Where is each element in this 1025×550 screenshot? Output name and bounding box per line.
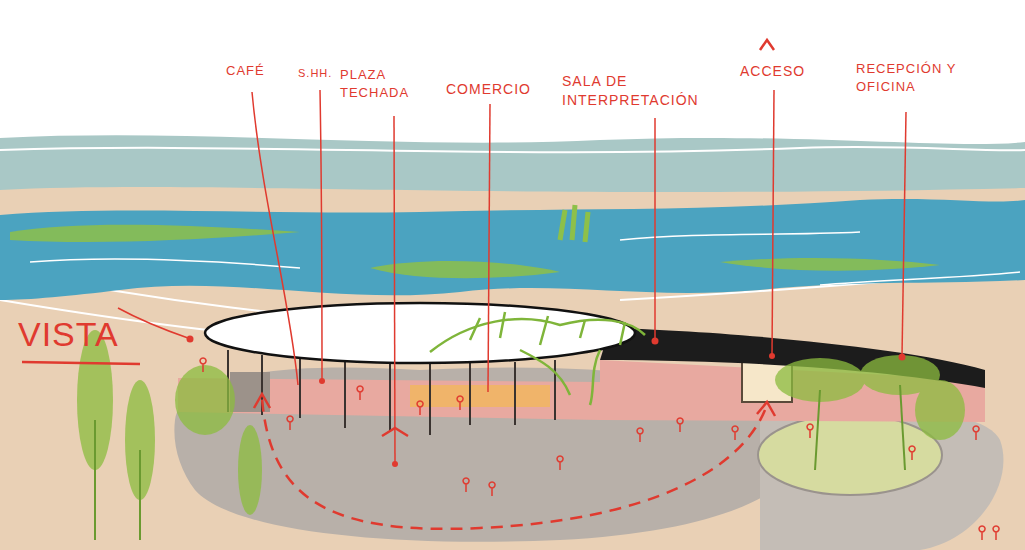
label-holder: RECEPCIÓN Y OFICINA	[856, 60, 976, 95]
north-mark	[760, 40, 774, 50]
marsh	[10, 225, 300, 242]
sky	[0, 0, 1025, 140]
underline	[22, 362, 140, 364]
space-label: COMERCIO	[446, 80, 531, 99]
marsh	[720, 258, 940, 271]
sand	[0, 187, 1025, 550]
oval-roof	[205, 303, 635, 363]
label-holder: ACCESO	[740, 62, 805, 81]
space-label: PLAZA TECHADA	[340, 66, 420, 101]
label-holder: VISTA	[18, 312, 119, 358]
lawn	[758, 415, 942, 495]
roof-plants	[430, 312, 645, 405]
route	[262, 398, 765, 529]
trunks	[95, 385, 905, 540]
route-head	[757, 402, 775, 416]
people	[200, 358, 999, 540]
ripples	[30, 232, 1020, 285]
label-holder: S.HH.	[298, 66, 332, 81]
leader-dots	[187, 336, 906, 468]
label-holder: COMERCIO	[446, 80, 531, 99]
trees	[77, 330, 965, 515]
space-label: CAFÉ	[226, 62, 265, 80]
space-label: RECEPCIÓN Y OFICINA	[856, 60, 976, 95]
marsh	[370, 261, 560, 278]
label-holder: PLAZA TECHADA	[340, 66, 420, 101]
space-label: ACCESO	[740, 62, 805, 81]
route-head	[254, 394, 270, 408]
wave	[0, 147, 1025, 152]
reeds	[560, 205, 588, 242]
label-holder: CAFÉ	[226, 62, 265, 80]
leader-lines	[118, 90, 906, 462]
space-label: S.HH.	[298, 66, 332, 81]
space-label: SALA DE INTERPRETACIÓN	[562, 72, 737, 110]
label-holder: SALA DE INTERPRETACIÓN	[562, 72, 737, 110]
lagoon	[0, 199, 1025, 300]
view-label: VISTA	[18, 312, 119, 358]
